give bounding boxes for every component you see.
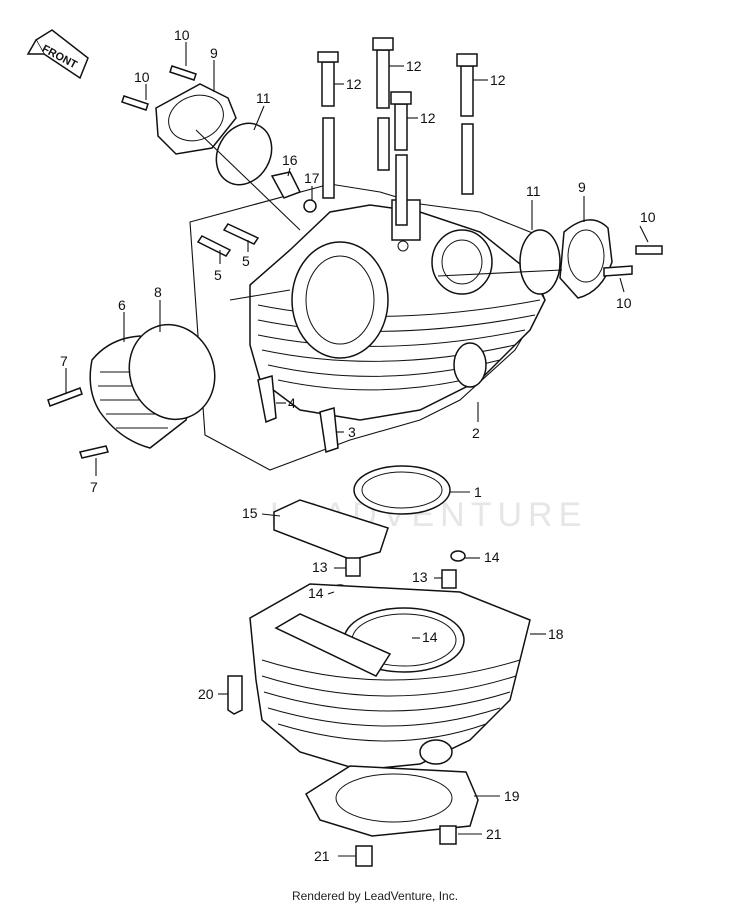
bolt-10-right-lower (603, 265, 633, 277)
head-bolts (317, 37, 478, 226)
callout-11: 11 (526, 183, 541, 199)
right-cap (559, 219, 613, 299)
valve-guide-4 (257, 375, 277, 424)
callout-labels: 10 9 10 11 16 17 12 12 12 12 5 5 6 8 7 7… (60, 27, 656, 864)
dowel-21-right (439, 825, 457, 845)
right-oring (519, 229, 561, 295)
callout-12: 12 (346, 76, 362, 92)
upper-left-oring (215, 122, 273, 186)
callout-10: 10 (134, 69, 150, 85)
leader-lines (65, 42, 649, 857)
bolt-10-left (121, 95, 149, 111)
callout-2: 2 (472, 425, 480, 441)
callout-17: 17 (304, 170, 320, 186)
callout-14: 14 (422, 629, 438, 645)
callout-3: 3 (348, 424, 356, 440)
head-gasket-ring (353, 465, 451, 515)
callout-12: 12 (406, 58, 422, 74)
callout-21: 21 (486, 826, 502, 842)
bolt-10-top (169, 65, 197, 81)
guide-gasket-15 (273, 499, 389, 561)
callout-5: 5 (242, 253, 250, 269)
upper-left-cap (155, 83, 237, 155)
footer-credit: Rendered by LeadVenture, Inc. (291, 889, 459, 903)
callout-9: 9 (210, 45, 218, 61)
callout-4: 4 (288, 395, 296, 411)
callout-13: 13 (312, 559, 328, 575)
callout-10: 10 (174, 27, 190, 43)
callout-1: 1 (474, 484, 482, 500)
dowel-13-left (345, 557, 361, 577)
left-cover-gasket (128, 323, 216, 421)
bolt-7-lower (79, 445, 109, 459)
callout-7: 7 (90, 479, 98, 495)
bolt-20 (227, 675, 243, 715)
callout-12: 12 (420, 110, 436, 126)
callout-20: 20 (198, 686, 214, 702)
callout-10: 10 (616, 295, 632, 311)
callout-12: 12 (490, 72, 506, 88)
callout-19: 19 (504, 788, 520, 804)
callout-18: 18 (548, 626, 564, 642)
head-gasket-ring-inner (361, 471, 443, 509)
callout-7: 7 (60, 353, 68, 369)
callout-14: 14 (484, 549, 500, 565)
cylinder-block (249, 583, 531, 771)
washer-17 (303, 199, 317, 213)
callout-15: 15 (242, 505, 258, 521)
valve-guide-3 (319, 407, 339, 453)
fitting-16 (270, 171, 302, 199)
callout-13: 13 (412, 569, 428, 585)
base-gasket-hole (335, 773, 453, 823)
washer-14-top (450, 550, 466, 562)
front-arrow-icon: FRONT (26, 29, 89, 80)
callout-11: 11 (256, 90, 271, 106)
callout-14: 14 (308, 585, 324, 601)
callout-6: 6 (118, 297, 126, 313)
dowel-13-right (441, 569, 457, 589)
callout-5: 5 (214, 267, 222, 283)
callout-8: 8 (154, 284, 162, 300)
short-studs (196, 223, 260, 257)
bolt-7-upper (47, 387, 83, 407)
callout-9: 9 (578, 179, 586, 195)
callout-16: 16 (282, 152, 298, 168)
base-gasket-19 (305, 765, 479, 837)
dowel-21-left (355, 845, 373, 867)
bolt-10-right-upper (635, 245, 663, 255)
cylinder-head (249, 199, 546, 421)
callout-21: 21 (314, 848, 330, 864)
callout-10: 10 (640, 209, 656, 225)
